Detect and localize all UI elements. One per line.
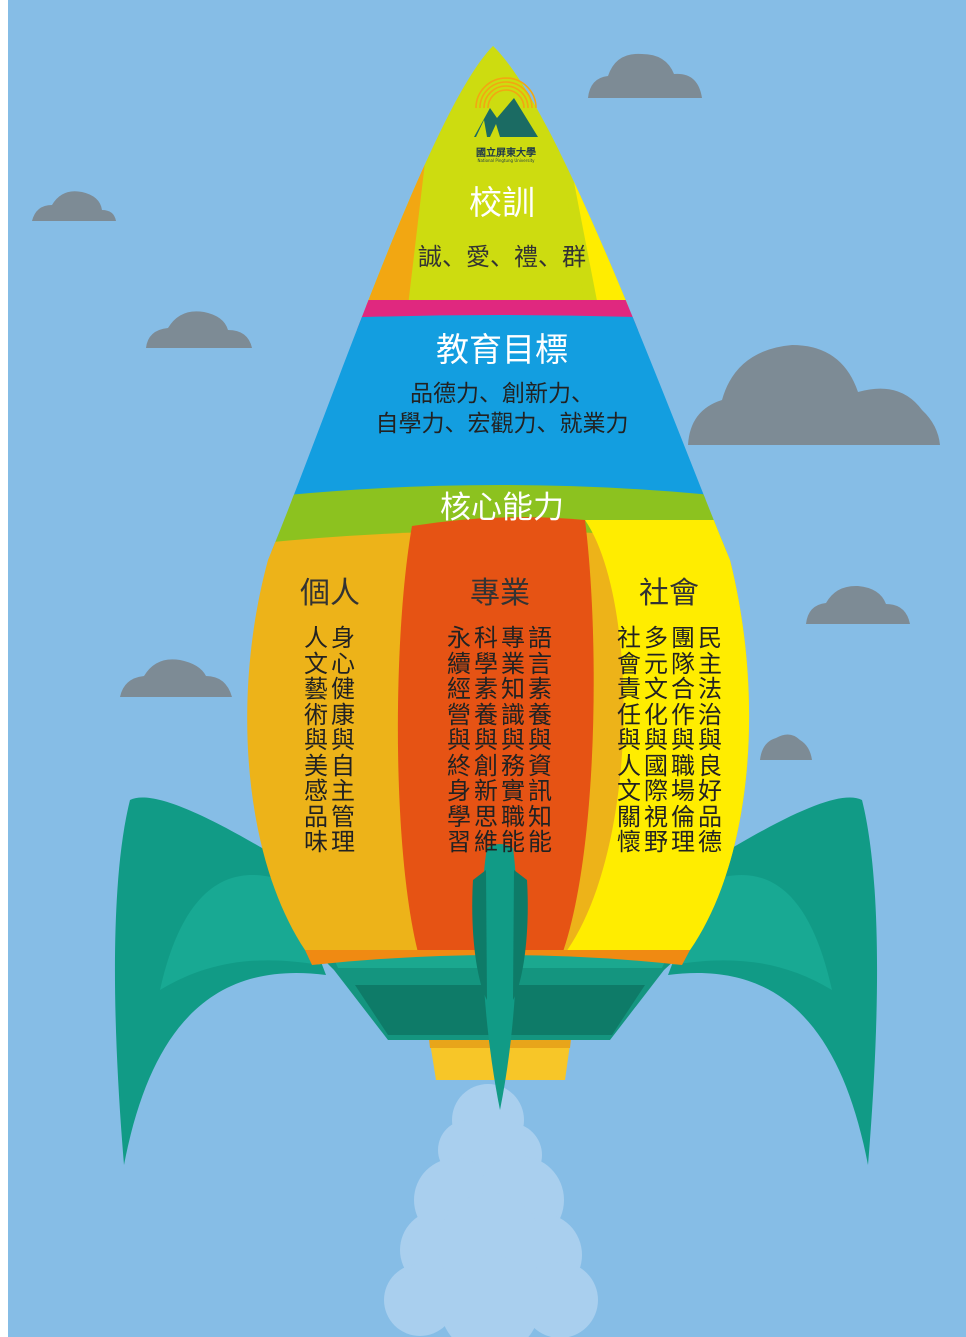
center-fin xyxy=(481,844,518,1110)
personal-item: 人文藝術與美感品味 xyxy=(304,624,328,856)
social-item: 團隊合作與職場倫理 xyxy=(671,624,695,856)
cloud xyxy=(760,734,812,760)
motto-values: 誠、愛、禮、群 xyxy=(418,243,586,271)
professional-item: 專業知識與務實職能 xyxy=(501,624,525,856)
cloud xyxy=(120,659,232,697)
cloud xyxy=(146,311,252,348)
professional-item: 語言素養與資訊知能 xyxy=(528,624,552,856)
cloud xyxy=(588,53,702,98)
cloud xyxy=(32,191,116,221)
professional-column xyxy=(397,517,594,950)
university-logo xyxy=(474,77,538,137)
goals-title: 教育目標 xyxy=(436,330,568,369)
clouds xyxy=(32,53,940,760)
personal-item: 身心健康與自主管理 xyxy=(331,624,355,856)
cloud xyxy=(806,585,910,624)
personal-title: 個人 xyxy=(300,576,360,611)
professional-item: 科學素養與創新思維 xyxy=(474,624,498,856)
social-title: 社會 xyxy=(639,576,699,611)
goals-section xyxy=(247,315,750,510)
social-item: 多元文化與國際視野 xyxy=(644,624,668,856)
university-name: 國立屏東大學 xyxy=(476,148,536,159)
exhaust-smoke xyxy=(384,1084,598,1337)
professional-title: 專業 xyxy=(470,576,530,611)
core-title: 核心能力 xyxy=(440,490,564,526)
university-name-en: National Pingtung University xyxy=(477,158,535,163)
motto-title: 校訓 xyxy=(469,183,535,222)
social-item: 社會責任與人文關懷 xyxy=(617,624,641,856)
cloud xyxy=(688,345,940,445)
social-item: 民主法治與良好品德 xyxy=(698,624,722,856)
professional-item: 永續經營與終身學習 xyxy=(447,624,471,856)
goals-line-1: 品德力、創新力、 xyxy=(410,381,594,407)
goals-line-2: 自學力、宏觀力、就業力 xyxy=(375,411,629,437)
left-fin-inner xyxy=(160,874,320,990)
